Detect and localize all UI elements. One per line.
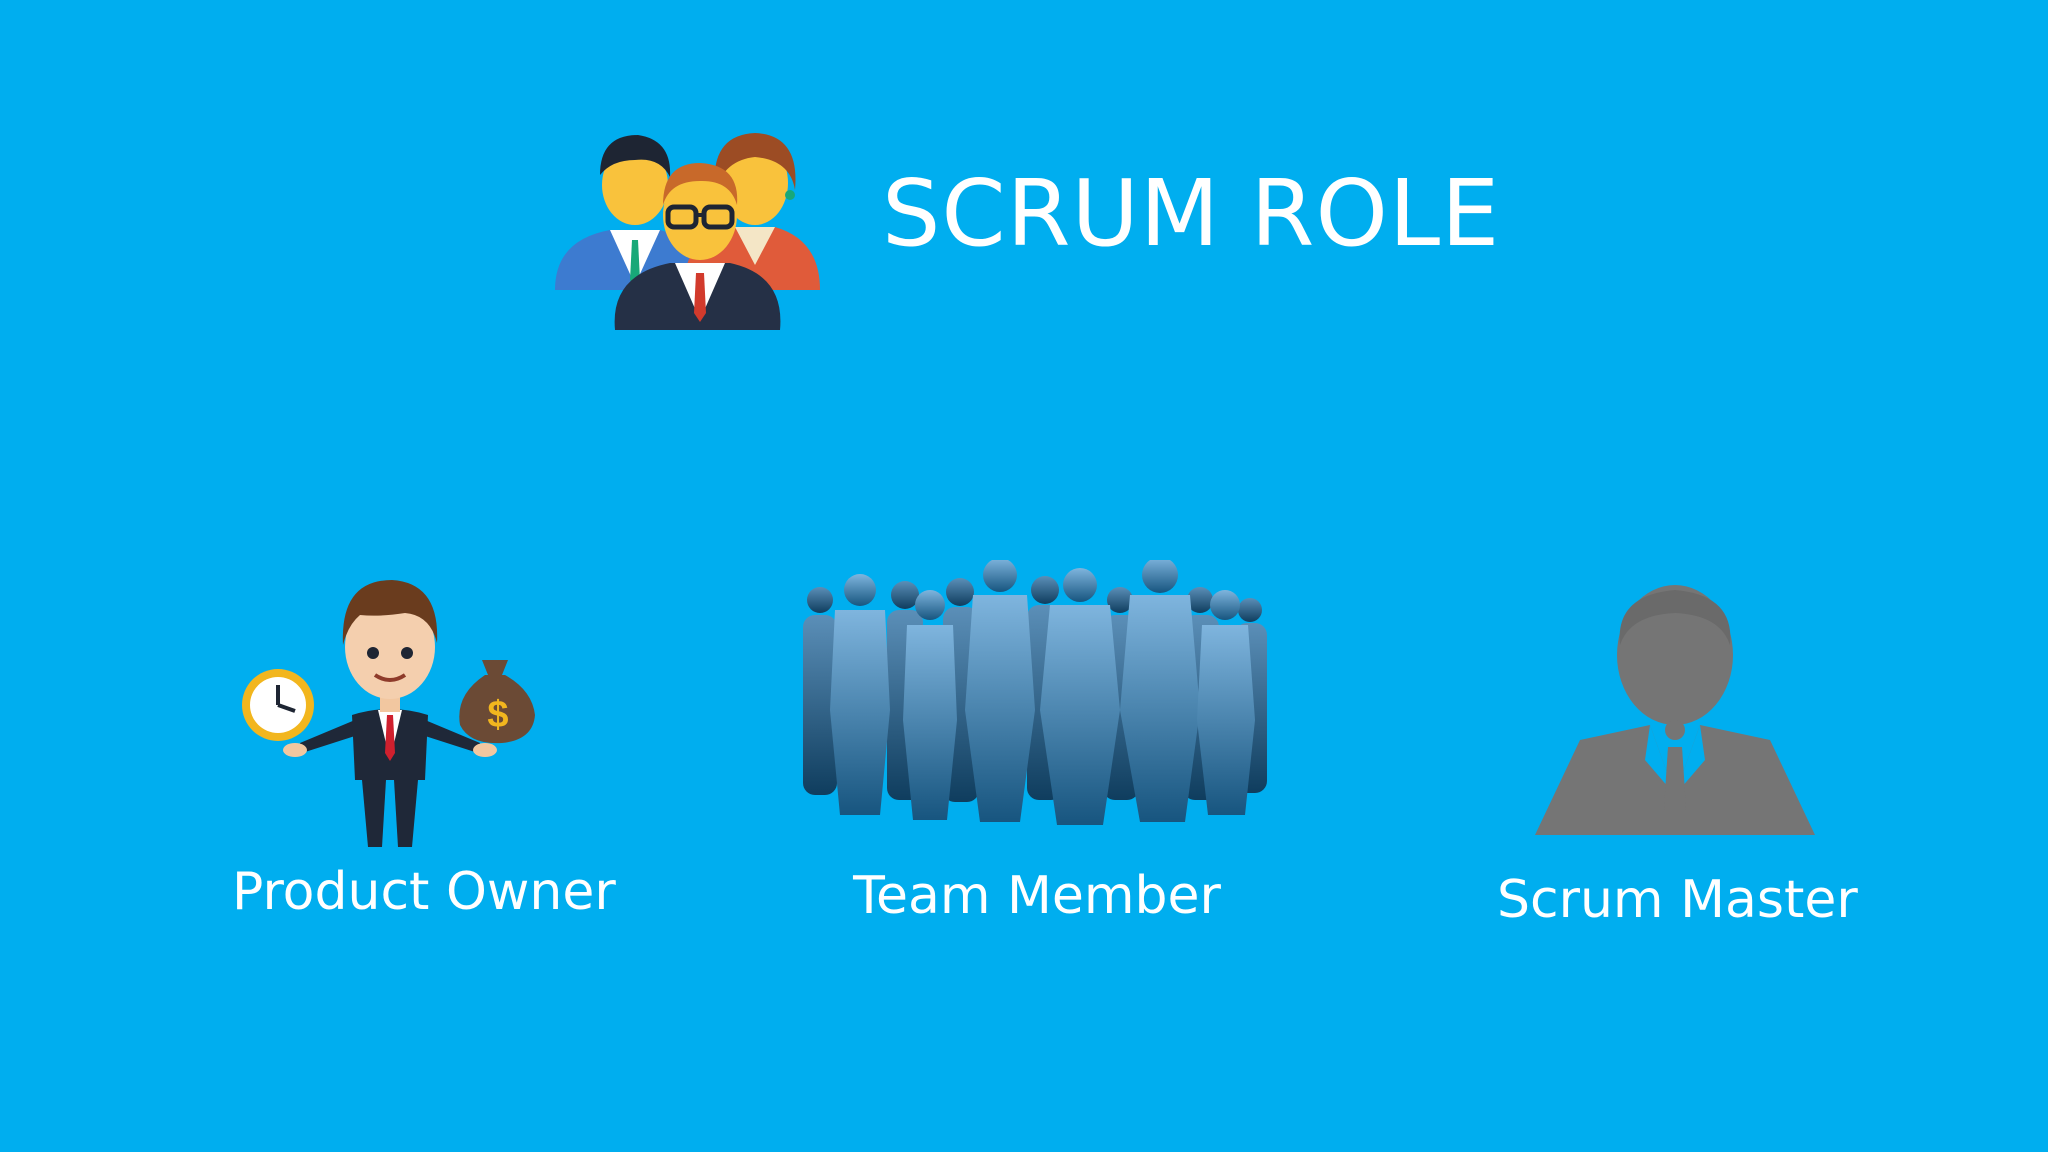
role-label-scrum-master: Scrum Master: [1497, 870, 1858, 930]
team-group-icon: [555, 133, 820, 330]
scrum-master-person-icon: [1535, 585, 1815, 835]
product-owner-businessman-icon: $: [242, 580, 535, 847]
role-label-product-owner: Product Owner: [232, 862, 616, 922]
role-label-team-member: Team Member: [853, 866, 1221, 926]
team-crowd-silhouette-icon: [803, 560, 1267, 825]
slide-title: SCRUM ROLE: [882, 160, 1501, 267]
svg-text:$: $: [487, 694, 508, 736]
